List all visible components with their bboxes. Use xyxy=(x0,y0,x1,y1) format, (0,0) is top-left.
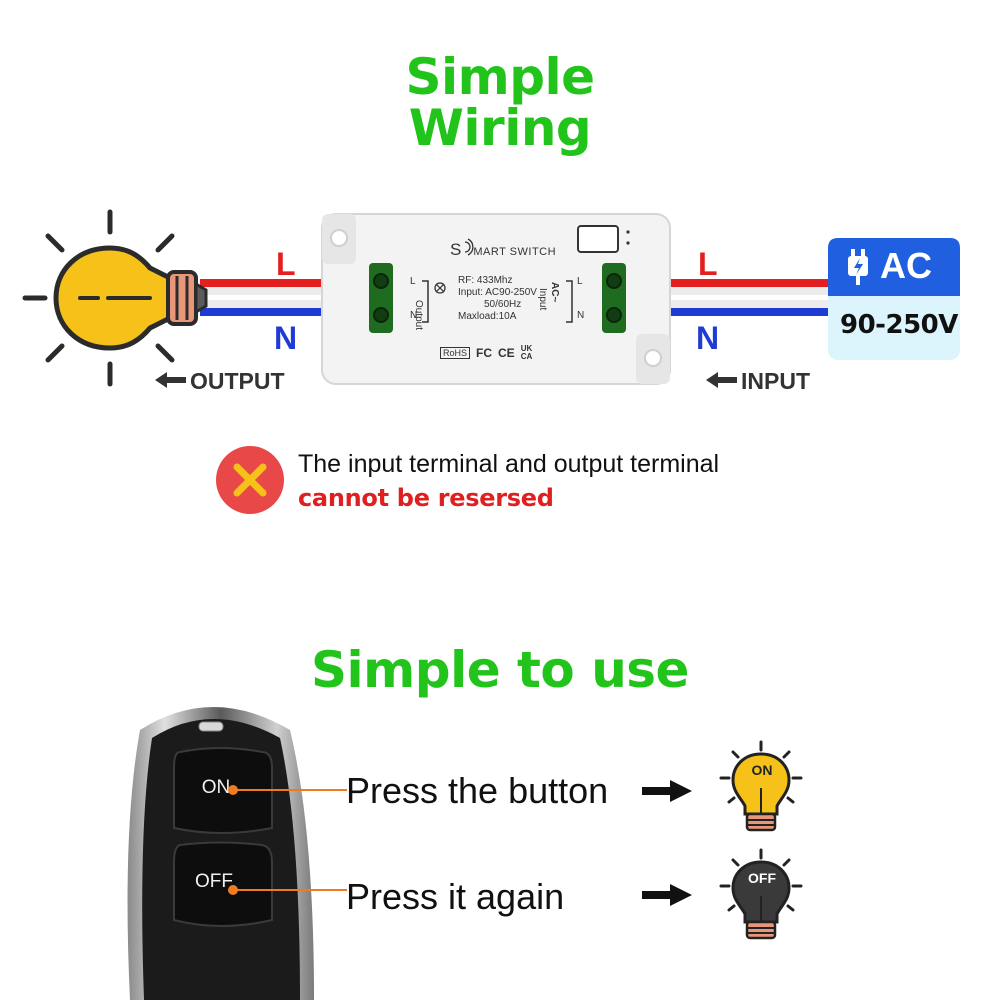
on-button: ON xyxy=(201,777,231,798)
light-bulb-off-icon xyxy=(719,848,803,940)
step2-text: Press it again xyxy=(346,876,565,917)
output-neutral-label: N xyxy=(274,320,298,356)
ac-label: AC xyxy=(880,245,932,286)
input-live-label: L xyxy=(698,246,718,282)
output-live-label: L xyxy=(276,246,296,282)
light-bulb-icon xyxy=(22,209,208,387)
voltage-label: 90-250V xyxy=(840,310,958,340)
wiring-diagram xyxy=(22,209,960,388)
bulb-off-label: OFF xyxy=(748,870,776,886)
wifi-signal-icon xyxy=(464,238,474,256)
input-label: INPUT xyxy=(741,368,810,394)
arrow-right-icon xyxy=(642,884,692,906)
cert-rohs: RoHS xyxy=(440,347,471,359)
module-brand-name: MART SWITCH xyxy=(473,246,557,258)
led-indicator xyxy=(198,721,224,732)
input-neutral-wire xyxy=(640,308,840,316)
input-terminal-label: Input xyxy=(537,288,548,311)
output-neutral-wire xyxy=(200,308,350,316)
close-icon xyxy=(216,446,284,514)
spec-input: Input: AC90-250V xyxy=(458,287,537,298)
spec-maxload: Maxload:10A xyxy=(458,311,517,322)
output-terminal-n: N xyxy=(410,310,418,321)
power-source-badge xyxy=(828,238,960,360)
module-brand: S MART SWITCH xyxy=(450,240,556,260)
cert-uk: UK xyxy=(520,344,533,353)
output-terminal-label: Output xyxy=(413,300,424,331)
module-brand-initial: S xyxy=(450,240,462,259)
off-button: OFF xyxy=(195,871,233,892)
cert-ce: CE xyxy=(498,346,515,360)
step1-text: Press the button xyxy=(346,770,609,811)
output-wires xyxy=(200,279,350,316)
input-wires xyxy=(640,279,840,316)
cert-fc: FC xyxy=(476,346,493,360)
light-bulb-on-icon xyxy=(719,740,803,832)
spec-rf: RF: 433Mhz xyxy=(458,275,513,286)
output-terminal-l: L xyxy=(410,276,416,287)
wiring-title-line1: Simple xyxy=(405,48,595,106)
input-terminal-l: L xyxy=(577,276,583,287)
smart-switch-module xyxy=(321,213,671,385)
bulb-on-label: ON xyxy=(751,762,773,778)
usage-title: Simple to use xyxy=(311,641,689,699)
output-live-wire xyxy=(200,279,350,287)
spec-frequency: 50/60Hz xyxy=(484,299,522,310)
warning-line2: cannot be resersed xyxy=(298,484,554,512)
wiring-title: Simple Wiring xyxy=(300,52,700,154)
callout-lines xyxy=(228,785,347,895)
input-neutral-label: N xyxy=(696,320,720,356)
output-label: OUTPUT xyxy=(190,368,285,394)
module-specs: RF: 433Mhz Input: AC90-250V 50/60Hz Maxl… xyxy=(458,275,537,323)
arrow-left-icon xyxy=(155,372,186,388)
plug-icon xyxy=(848,249,868,285)
cert-ca: CA xyxy=(520,352,533,361)
input-terminal-ac: AC~ xyxy=(549,282,560,303)
input-live-wire xyxy=(640,279,840,287)
pairing-button xyxy=(577,225,619,253)
wiring-title-line2: Wiring xyxy=(408,99,592,157)
warning-line1: The input terminal and output terminal xyxy=(298,450,720,478)
arrow-left-icon xyxy=(706,372,737,388)
arrow-right-icon xyxy=(642,780,692,802)
input-terminal-n: N xyxy=(577,310,585,321)
